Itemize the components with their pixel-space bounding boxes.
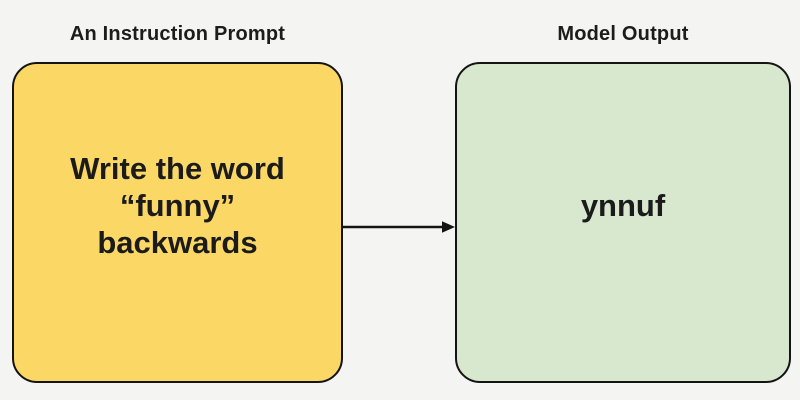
model-output-text: ynnuf [580,188,666,223]
arrow-right-icon [342,221,455,233]
instruction-prompt-text: Write the word “funny” backwards [70,151,285,260]
model-output-box: ynnuf [455,62,791,383]
model-output-label: Model Output [557,23,689,45]
instruction-prompt-label: An Instruction Prompt [69,23,286,45]
instruction-prompt-box: Write the word “funny” backwards [12,62,343,383]
